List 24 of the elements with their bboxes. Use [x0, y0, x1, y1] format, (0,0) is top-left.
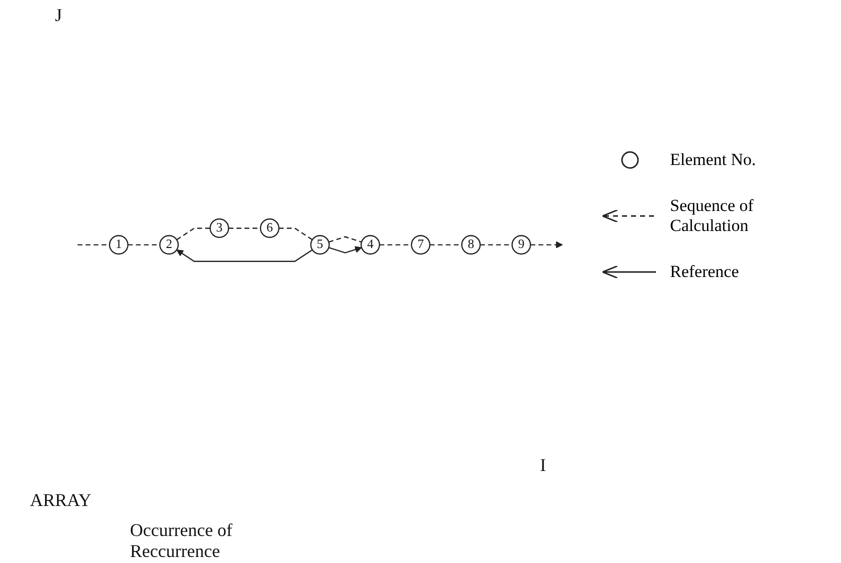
caption-text: ARRAY — [30, 490, 92, 511]
legend-text: Element No. — [670, 150, 756, 170]
node-circle: 1 — [108, 235, 128, 255]
caption-text: Occurrence of Reccurrence — [130, 520, 234, 562]
node-circle: 5 — [310, 235, 330, 255]
arrow — [328, 246, 362, 254]
connector — [380, 244, 412, 246]
arrow — [176, 249, 313, 262]
node-circle: 6 — [260, 218, 280, 238]
node-circle: 7 — [410, 235, 430, 255]
connector — [176, 228, 210, 240]
legend-text: Reference — [670, 262, 739, 282]
legend-text: Sequence of Calculation — [670, 196, 755, 236]
axis-label: J — [55, 5, 62, 26]
node-circle: 4 — [360, 235, 380, 255]
node-circle: 3 — [210, 218, 230, 238]
connector — [278, 228, 313, 240]
connector — [328, 236, 362, 243]
node-circle: 8 — [461, 235, 481, 255]
node-circle: 2 — [159, 235, 179, 255]
node-circle: 9 — [512, 235, 532, 255]
connector — [228, 228, 260, 229]
arrow — [530, 241, 563, 248]
axis-label: I — [540, 455, 546, 476]
